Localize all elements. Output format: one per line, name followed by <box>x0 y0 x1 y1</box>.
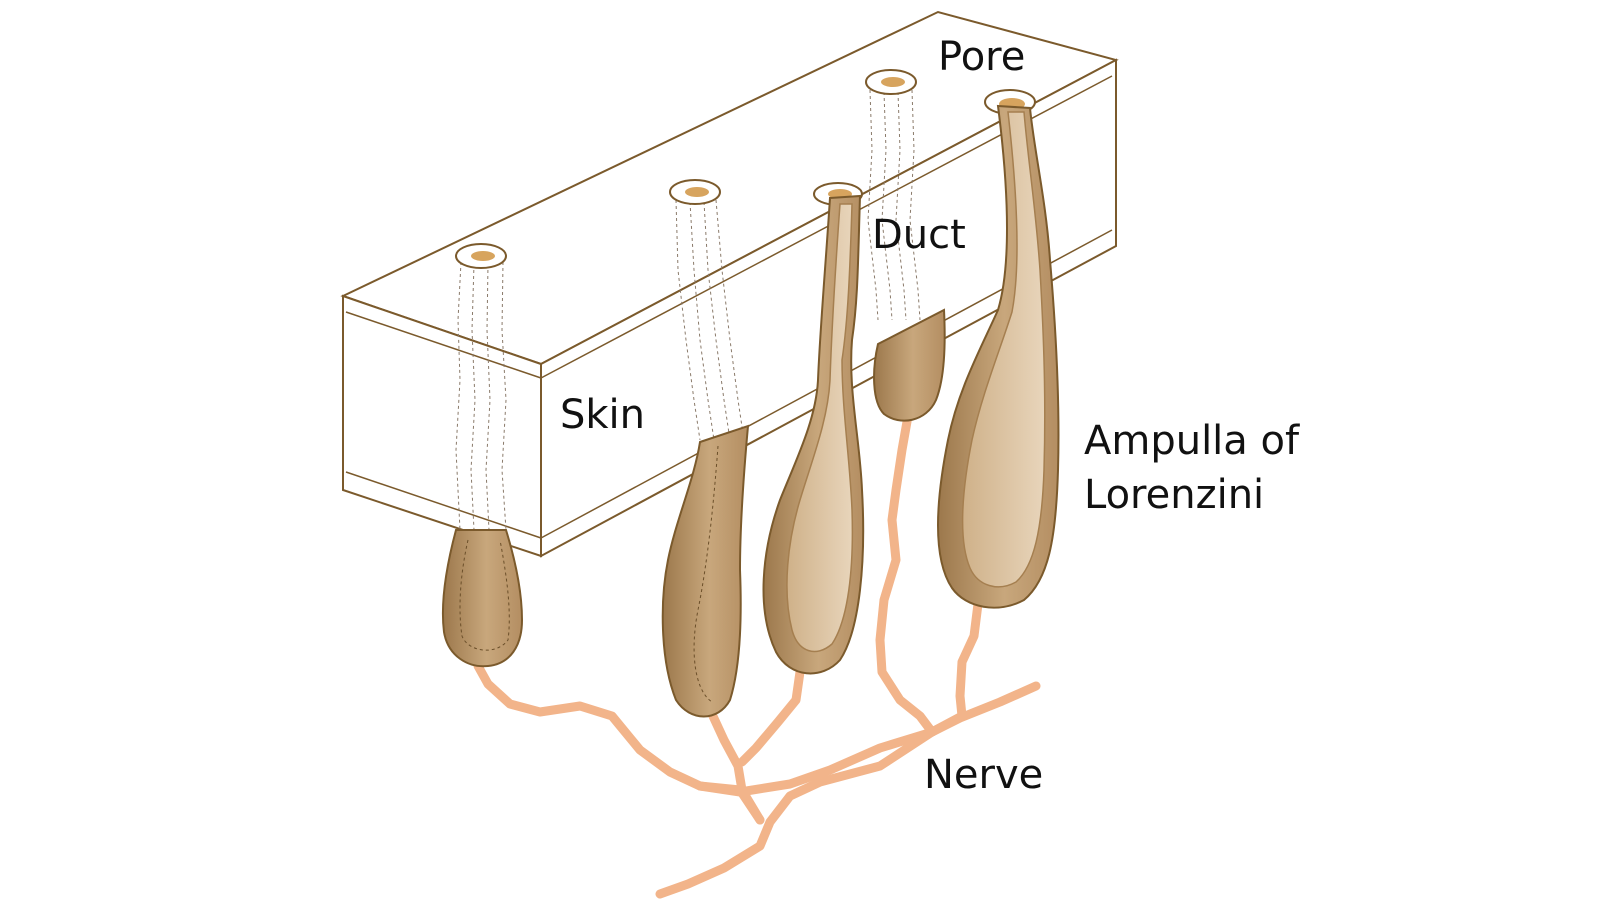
nerve-branch-4 <box>875 411 937 737</box>
nerve-trunk <box>655 681 1041 899</box>
pore-label: Pore <box>938 34 1026 80</box>
nerve-label: Nerve <box>924 752 1044 798</box>
duct-label: Duct <box>872 212 966 258</box>
ampulla-2 <box>661 424 750 718</box>
skin-label: Skin <box>560 392 646 438</box>
nerve-branch-2 <box>707 709 765 825</box>
nerve-branch-3 <box>737 667 805 767</box>
ampulla-1 <box>441 529 524 668</box>
ampulla-2-bulb <box>661 424 750 718</box>
pore-1 <box>455 243 507 269</box>
pore-3 <box>865 69 917 95</box>
ampulla-label-line-2: Lorenzini <box>1084 472 1265 518</box>
hidden-ducts <box>455 89 921 531</box>
ampulla-4 <box>873 308 946 422</box>
skin-layer-line-front-bottom <box>345 471 542 539</box>
skin-layer-line-front-top <box>345 311 542 379</box>
ampulla-3-inner <box>786 203 854 653</box>
ampulla-1-bulb <box>441 529 524 668</box>
ampulla-3 <box>762 194 865 675</box>
pore-2 <box>669 179 721 205</box>
ampulla-5 <box>937 104 1060 609</box>
ampulla-label: Ampulla of Lorenzini <box>1084 414 1299 522</box>
nerve-branch-1 <box>473 661 765 825</box>
ampulla-label-line-1: Ampulla of <box>1084 418 1300 464</box>
nerve-fibers <box>473 411 1041 899</box>
nerve-branch-5 <box>927 599 983 737</box>
ampulla-5-inner <box>961 111 1046 588</box>
ampulla-4-bulb <box>873 308 946 422</box>
